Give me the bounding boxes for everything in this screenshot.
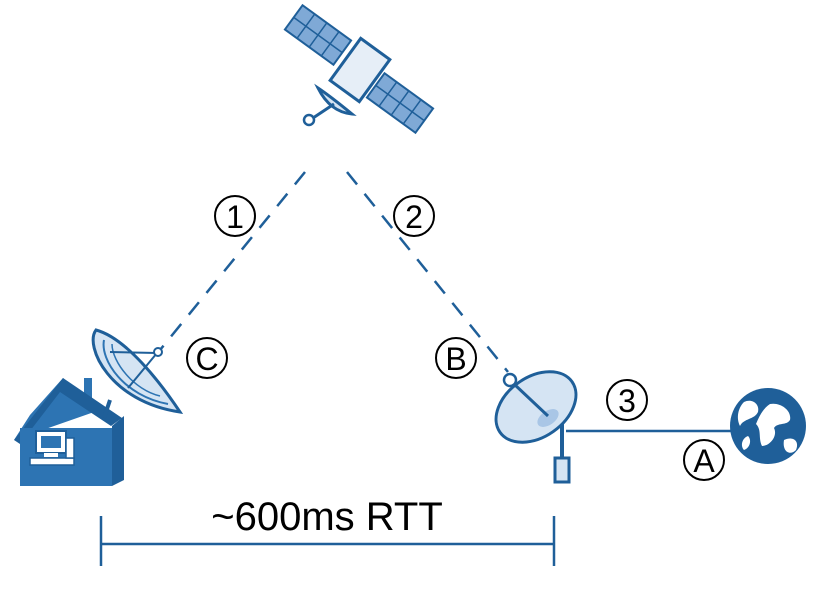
uplink-user-dashed-line xyxy=(159,171,306,351)
gateway-dish-icon xyxy=(494,370,578,484)
label-c-circle: C xyxy=(186,337,228,379)
svg-text:A: A xyxy=(693,443,715,479)
rtt-bracket xyxy=(99,516,556,566)
svg-text:1: 1 xyxy=(226,199,244,235)
computer-icon xyxy=(29,430,75,466)
label-1-circle: 1 xyxy=(214,195,256,237)
svg-text:B: B xyxy=(445,341,466,377)
globe-icon xyxy=(730,388,806,464)
downlink-gateway-dashed-line xyxy=(346,171,509,373)
label-a-circle: A xyxy=(683,439,725,481)
user-dish-icon xyxy=(91,328,184,419)
house-icon xyxy=(14,378,124,486)
svg-text:C: C xyxy=(195,341,218,377)
svg-text:2: 2 xyxy=(405,199,423,235)
satellite-icon xyxy=(283,3,435,135)
rtt-label: ~600ms RTT xyxy=(211,495,443,539)
svg-text:3: 3 xyxy=(618,383,636,419)
label-2-circle: 2 xyxy=(393,195,435,237)
label-3-circle: 3 xyxy=(606,379,648,421)
label-b-circle: B xyxy=(435,337,477,379)
